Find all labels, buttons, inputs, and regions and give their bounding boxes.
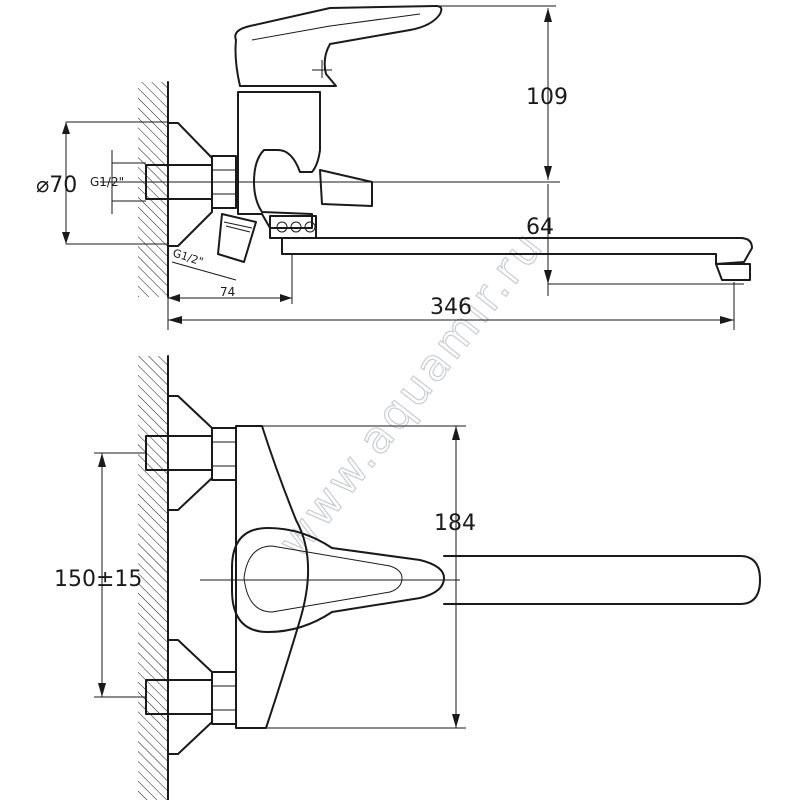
hex-nut-front-upper <box>211 427 237 481</box>
dim-64: 64 <box>526 215 554 240</box>
mixer-body-front <box>235 425 310 729</box>
mixer-body-side <box>237 91 321 229</box>
dim-thread-bottom: G1/2" <box>171 246 205 268</box>
dim-74: 74 <box>220 285 235 299</box>
flange-front-upper <box>167 395 213 511</box>
dim-346: 346 <box>430 295 472 320</box>
spout-front <box>443 555 761 605</box>
lever-handle-front <box>231 527 445 633</box>
wall-hatch-top <box>138 82 168 297</box>
shower-outlet <box>217 213 257 263</box>
side-view: 109 64 ⌀70 G1/2" G1/2" 74 346 <box>36 5 753 330</box>
flange-front-lower <box>167 639 213 755</box>
lever-handle-side <box>234 5 443 87</box>
hex-nut-front-lower <box>211 671 237 725</box>
watermark: www.aquamir.ru <box>268 221 554 567</box>
diverter-knob <box>319 169 373 207</box>
flange-side <box>167 122 213 247</box>
wall-hatch-bottom <box>138 356 168 800</box>
spout-side <box>281 237 753 265</box>
dim-flange-diameter: ⌀70 <box>36 173 77 198</box>
dim-184: 184 <box>434 511 476 536</box>
front-view: 184 150±15 <box>54 355 761 801</box>
dim-109: 109 <box>526 85 568 110</box>
aerator-side <box>715 263 751 281</box>
dim-thread-top: G1/2" <box>90 175 124 189</box>
dim-150: 150±15 <box>54 567 142 592</box>
